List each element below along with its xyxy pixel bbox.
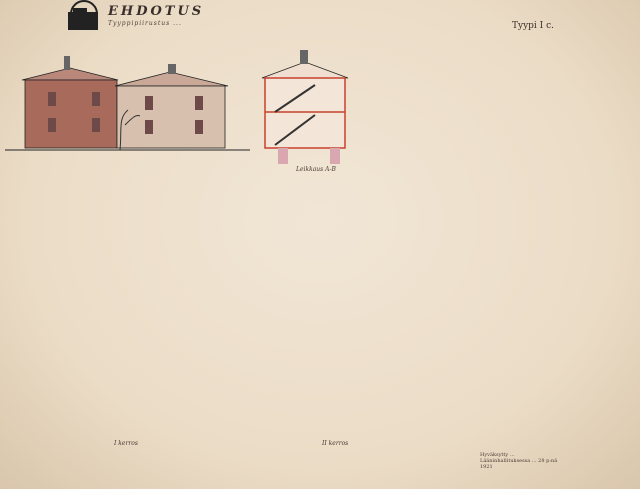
type-label: Tyypi I c. (512, 21, 554, 31)
logo-icon (68, 0, 98, 30)
drawing-subtitle: Tyyppipiirustus ... (108, 20, 182, 27)
left-elevation (5, 56, 250, 151)
plan-label-2: II kerros (322, 440, 349, 447)
drawing-title: EHDOTUS (108, 4, 205, 19)
approval-stamp: Hyväksytty ... Lääninhallituksessa ... 2… (480, 452, 558, 470)
plan-label-1: I kerros (114, 440, 138, 447)
section-label: Leikkaus A-B (296, 166, 336, 173)
section-drawing (261, 50, 349, 164)
